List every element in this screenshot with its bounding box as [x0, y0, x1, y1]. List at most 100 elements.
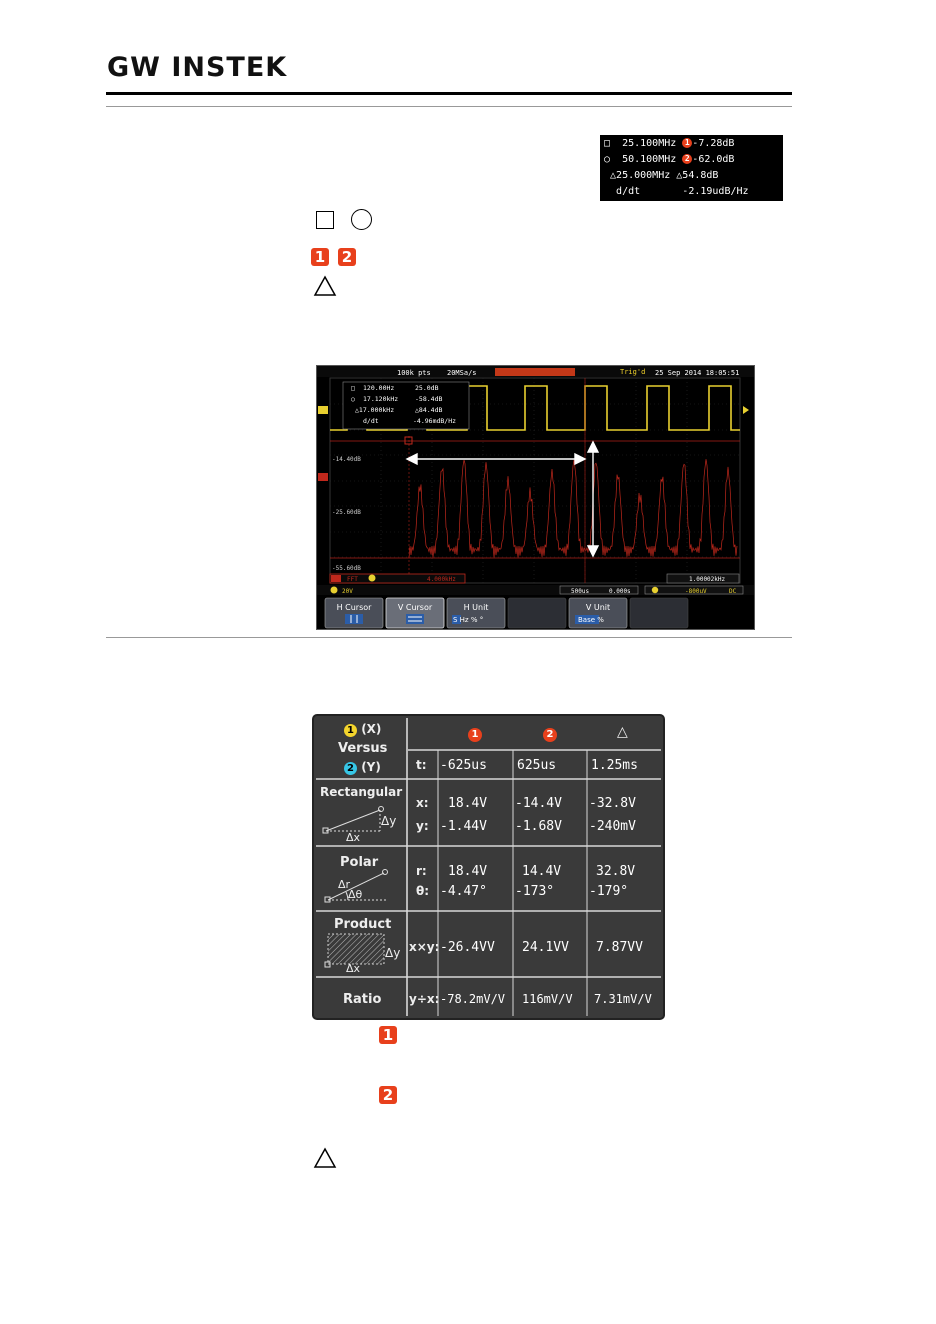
t-label: t: — [416, 758, 427, 772]
v-cursor-softkey[interactable] — [385, 597, 445, 629]
badge-one-icon: 1 — [311, 248, 329, 266]
product1-value: -26.4VV — [440, 940, 495, 955]
ch1-badge-icon: 1 — [344, 724, 357, 737]
delta-triangle-icon — [313, 275, 337, 296]
inner-delta-val: △84.4dB — [415, 406, 442, 414]
product-label: Product — [334, 917, 392, 932]
inner-c2-val: -58.4dB — [415, 395, 442, 403]
center-level: -25.60dB — [332, 509, 361, 516]
table-grid — [316, 718, 661, 1016]
disabled-softkey — [507, 597, 567, 629]
badge-two-icon: 2 — [338, 248, 356, 266]
inner-c1-freq: 120.00Hz — [363, 384, 394, 392]
inner-c2-freq: 17.120kHz — [363, 395, 398, 403]
annotation-arrows — [405, 440, 600, 558]
delta-x-label: Δx — [346, 831, 361, 844]
polar-diagram — [324, 869, 388, 903]
xd-value: -32.8V — [589, 796, 636, 811]
productd-value: 7.87VV — [596, 940, 643, 955]
trigger-level: -800uV — [685, 588, 707, 595]
inner-ddt-label: d/dt — [363, 417, 379, 425]
badge-one-icon: 1 — [379, 1026, 397, 1044]
thetad-value: -179° — [589, 884, 629, 899]
versus-label: Versus — [338, 741, 388, 756]
delta-y-label: Δy — [381, 814, 397, 828]
frequency-value: 1.00002kHz — [689, 576, 726, 583]
cursor1-level: -14.40dB — [332, 456, 361, 463]
y-label: y: — [416, 819, 429, 833]
ch1-scale: 20V — [342, 588, 353, 595]
product2-value: 24.1VV — [522, 940, 569, 955]
delta-y-label: Δy — [385, 946, 401, 960]
disabled-softkey — [629, 597, 689, 629]
fft-spectrum — [408, 459, 738, 559]
section-rule — [106, 637, 792, 638]
circle-cursor-icon — [351, 209, 372, 230]
v-cursor-label: V Cursor — [398, 603, 433, 612]
ch1-marker — [318, 406, 328, 414]
cursor1-frequency: 25.100MHz — [622, 138, 677, 149]
scope-display: 100k pts 20MSa/s Trig'd 25 Sep 2014 18:0… — [317, 366, 754, 629]
td-value: 1.25ms — [591, 758, 638, 773]
square-cursor-marker — [404, 436, 413, 445]
cursor2-frequency: 50.100MHz — [622, 154, 677, 165]
h-unit-softkey[interactable] — [446, 597, 506, 629]
trigger-coupling: DC — [729, 588, 737, 595]
fft-trace — [408, 459, 738, 559]
ratiod-value: 7.31mV/V — [594, 992, 652, 1006]
cursor1-value: -7.28dB — [692, 138, 735, 149]
inner-delta-freq: △17.000kHz — [355, 406, 394, 414]
fft-frequency: 4.000kHz — [427, 576, 456, 583]
rectangular-label: Rectangular — [320, 785, 403, 799]
h-cursor-label: H Cursor — [337, 603, 373, 612]
ratio1-value: -78.2mV/V — [440, 992, 506, 1006]
badge-one-icon: 1 — [682, 138, 693, 148]
badge-two-icon: 2 — [682, 154, 693, 164]
r1-value: 18.4V — [448, 864, 488, 879]
ch2-badge-icon: 2 — [344, 762, 357, 775]
inner-ddt-val: -4.96mdB/Hz — [413, 417, 456, 425]
x2-value: -14.4V — [515, 796, 562, 811]
square-cursor-marker: □ — [604, 138, 611, 149]
rd-value: 32.8V — [596, 864, 636, 879]
svg-text:□: □ — [351, 384, 355, 392]
r2-value: 14.4V — [522, 864, 562, 879]
oscilloscope-screen: 100k pts 20MSa/s Trig'd 25 Sep 2014 18:0… — [316, 365, 755, 630]
delta-theta-label: Δθ — [348, 888, 363, 901]
delta-triangle-icon — [313, 1147, 337, 1168]
badge-two-icon: 2 — [379, 1086, 397, 1104]
delta-r-label: Δr — [338, 878, 351, 891]
delta-x-label: Δx — [346, 962, 361, 975]
scope-datetime: 25 Sep 2014 18:05:51 — [655, 369, 739, 377]
cursor2-column-icon: 2 — [543, 728, 557, 742]
ratio2-value: 116mV/V — [522, 992, 573, 1006]
inner-c1-val: 25.0dB — [415, 384, 439, 392]
channel-status-bar — [317, 585, 754, 595]
fft-cursor-readout: □ 25.100MHz 1-7.28dB ○ 50.100MHz 2-62.0d… — [600, 135, 783, 201]
circle-cursor-marker: ○ — [604, 154, 611, 165]
h-cursor-softkey[interactable] — [324, 597, 384, 629]
trigger-level-marker — [743, 406, 749, 414]
h-unit-options: S Hz % ° — [453, 616, 483, 624]
ch1-square-wave — [330, 385, 740, 431]
brand-logo: GW INSTEK — [107, 52, 288, 83]
r-label: r: — [416, 864, 427, 878]
softkey-menu: H Cursor V Cursor H Unit S Hz % ° V Unit… — [324, 597, 689, 629]
cursor2-level: -55.60dB — [332, 565, 361, 572]
rectangular-diagram — [322, 806, 384, 834]
record-length: 100k pts — [397, 369, 431, 377]
theta1-value: -4.47° — [440, 884, 487, 899]
square-cursor-icon — [316, 211, 334, 229]
theta-label: θ: — [416, 884, 430, 898]
memory-bar — [495, 368, 575, 376]
fft-status-bar — [329, 573, 466, 584]
frequency-counter — [666, 573, 740, 584]
cursor1-column-icon: 1 — [468, 728, 482, 742]
xy-cursor-table: 1 (X) Versus 2 (Y) 1 2 △ t: -625us 625us… — [312, 714, 665, 1020]
versus-y-label: (Y) — [361, 760, 381, 774]
yd-value: -240mV — [589, 819, 636, 834]
t2-value: 625us — [517, 758, 557, 773]
header-rule-thin — [106, 106, 792, 107]
t1-value: -625us — [440, 758, 487, 773]
delta-frequency: △25.000MHz — [610, 170, 671, 181]
